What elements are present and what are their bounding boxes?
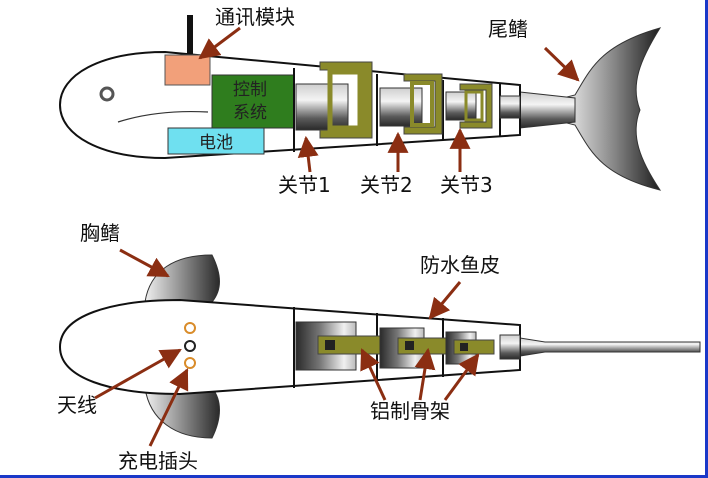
- frame-arrow-3: [443, 353, 480, 401]
- control-label-2: 系统: [233, 103, 267, 123]
- antenna-rod: [187, 15, 193, 55]
- comm-module-box: [164, 54, 211, 86]
- frame-arrow-1: [360, 348, 387, 401]
- joint3-label: 关节3: [440, 173, 493, 197]
- top-view: 控制 系统 电池 通讯模块 尾鳍 关节1 关节2 关节3: [58, 5, 662, 197]
- joint1-label: 关节1: [278, 173, 331, 197]
- control-system-box: [211, 74, 295, 129]
- pectoral-fin-label: 胸鳍: [80, 221, 120, 245]
- bottom-view: 胸鳍 防水鱼皮 天线 铝制骨架 充电插头: [57, 221, 701, 473]
- joint-1-servo: [295, 61, 373, 139]
- pectoral-fin-arrow: [119, 248, 170, 278]
- tail-peduncle: [519, 91, 576, 129]
- charge-port-label: 充电插头: [118, 449, 198, 473]
- control-label-1: 控制: [233, 80, 267, 100]
- frame-arrow-2: [414, 347, 436, 401]
- gill-line: [117, 111, 209, 123]
- comm-module-arrow: [198, 26, 241, 60]
- hole-1: [184, 322, 196, 334]
- antenna-label: 天线: [57, 393, 97, 417]
- waterproof-skin-arrow: [428, 281, 462, 320]
- charge-port-hole: [184, 357, 196, 369]
- battery-box: [167, 127, 265, 155]
- pectoral-fin-top: [144, 254, 220, 303]
- waterproof-skin-label: 防水鱼皮: [420, 253, 500, 277]
- caudal-fin-arrow: [543, 46, 580, 82]
- charge-port-arrow: [148, 368, 189, 447]
- joint-3-servo: [445, 83, 521, 129]
- eye: [99, 86, 115, 102]
- joint2-label: 关节2: [360, 173, 413, 197]
- caudal-fin-label: 尾鳍: [488, 17, 528, 41]
- comm-module-label: 通讯模块: [215, 5, 295, 29]
- antenna-arrow: [94, 348, 182, 400]
- joint-1-frame-bottom: [295, 321, 381, 371]
- joint-2-servo: [379, 73, 443, 135]
- aluminum-frame-label: 铝制骨架: [370, 399, 450, 423]
- pectoral-fin-bottom: [144, 387, 220, 439]
- antenna-hole: [184, 340, 196, 352]
- caudal-fin: [554, 27, 662, 191]
- battery-label: 电池: [199, 133, 233, 153]
- tail-rod: [519, 337, 701, 357]
- joint1-arrow: [297, 135, 319, 173]
